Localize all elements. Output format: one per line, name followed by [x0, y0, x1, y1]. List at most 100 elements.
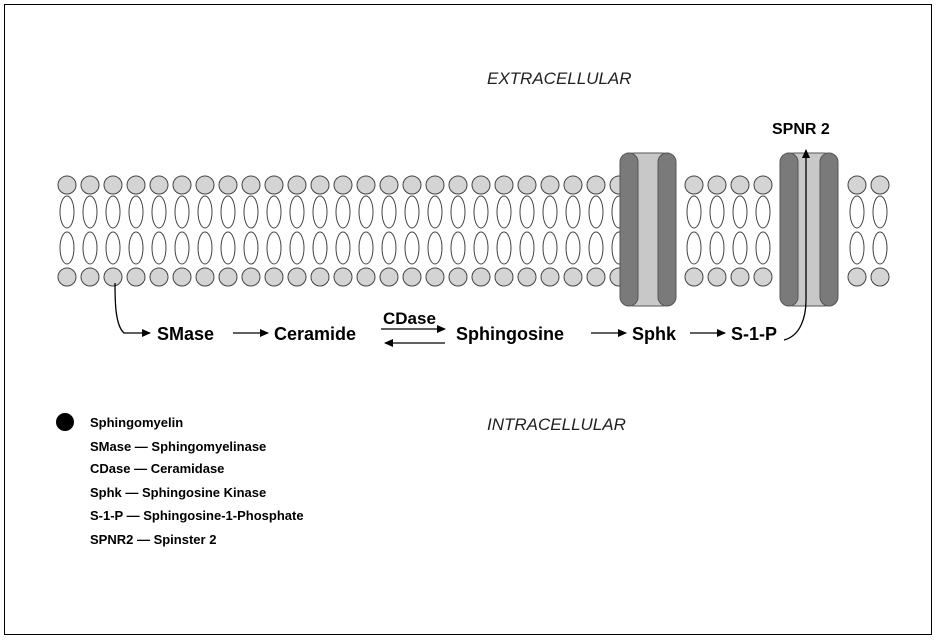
lipid-tail [336, 196, 350, 228]
lipid-head-outer [495, 176, 513, 194]
legend-item: S-1-P — Sphingosine-1-Phosphate [90, 508, 304, 523]
lipid-tail [152, 196, 166, 228]
legend: Sphingomyelin SMase — Sphingomyelinase C… [56, 413, 304, 547]
lipid-head-inner [311, 268, 329, 286]
lipid-tail [873, 232, 887, 264]
lipid-head-inner [708, 268, 726, 286]
lipid-head-inner [449, 268, 467, 286]
lipid-head-inner [518, 268, 536, 286]
lipid-tail [221, 232, 235, 264]
lipid-tail [244, 232, 258, 264]
lipid-head-inner [754, 268, 772, 286]
phospholipid [58, 176, 76, 286]
lipid-tail [710, 232, 724, 264]
lipid-head-inner [587, 268, 605, 286]
phospholipid [380, 176, 398, 286]
phospholipid [541, 176, 559, 286]
lipid-head-outer [848, 176, 866, 194]
lipid-head-inner [104, 268, 122, 286]
sphk-label: Sphk [632, 324, 677, 344]
phospholipid [708, 176, 726, 286]
lipid-head-inner [219, 268, 237, 286]
phospholipid [495, 176, 513, 286]
lipid-tail [850, 232, 864, 264]
lipid-tail [710, 196, 724, 228]
lipid-tail [336, 232, 350, 264]
lipid-head-outer [708, 176, 726, 194]
lipid-tail [129, 232, 143, 264]
lipid-head-inner [871, 268, 889, 286]
lipid-tail [543, 196, 557, 228]
lipid-tail [60, 232, 74, 264]
lipid-tail [756, 196, 770, 228]
lipid-tail [83, 232, 97, 264]
phospholipid [127, 176, 145, 286]
lipid-tail [106, 196, 120, 228]
protein-helix-right [658, 153, 676, 306]
transporter-helix-right [820, 153, 838, 306]
lipid-tail [566, 196, 580, 228]
phospholipid [871, 176, 889, 286]
lipid-tail [733, 232, 747, 264]
phospholipid [196, 176, 214, 286]
lipid-head-outer [731, 176, 749, 194]
sphingomyelin-legend-marker [56, 413, 74, 431]
legend-sphingomyelin: Sphingomyelin [90, 415, 183, 430]
lipid-head-inner [127, 268, 145, 286]
lipid-tail [451, 196, 465, 228]
membrane-protein [620, 153, 676, 306]
lipid-tail [543, 232, 557, 264]
lipid-head-inner [81, 268, 99, 286]
lipid-tail [313, 196, 327, 228]
phospholipid [685, 176, 703, 286]
smase-label: SMase [157, 324, 214, 344]
lipid-tail [267, 196, 281, 228]
cdase-label: CDase [383, 309, 436, 328]
phospholipid [403, 176, 421, 286]
phospholipid [173, 176, 191, 286]
lipid-tail [733, 196, 747, 228]
legend-item: Sphk — Sphingosine Kinase [90, 485, 266, 500]
lipid-head-inner [848, 268, 866, 286]
lipid-head-outer [541, 176, 559, 194]
lipid-tail [198, 232, 212, 264]
phospholipid [731, 176, 749, 286]
extracellular-label: EXTRACELLULAR [487, 69, 632, 88]
ceramide-label: Ceramide [274, 324, 356, 344]
phospholipid [518, 176, 536, 286]
lipid-head-outer [81, 176, 99, 194]
lipid-head-outer [380, 176, 398, 194]
lipid-tail [687, 196, 701, 228]
lipid-tail [60, 196, 74, 228]
legend-item: SPNR2 — Spinster 2 [90, 532, 216, 547]
lipid-head-inner [265, 268, 283, 286]
lipid-head-outer [196, 176, 214, 194]
lipid-tail [474, 196, 488, 228]
lipid-head-outer [518, 176, 536, 194]
phospholipid [311, 176, 329, 286]
lipid-head-outer [265, 176, 283, 194]
lipid-tail [497, 196, 511, 228]
lipid-head-outer [58, 176, 76, 194]
lipid-head-inner [173, 268, 191, 286]
lipid-tail [566, 232, 580, 264]
lipid-head-inner [380, 268, 398, 286]
lipid-tail [405, 232, 419, 264]
lipid-head-inner [731, 268, 749, 286]
lipid-tail [382, 232, 396, 264]
lipid-tail [290, 196, 304, 228]
lipid-tail [244, 196, 258, 228]
lipid-head-inner [357, 268, 375, 286]
lipid-tail [221, 196, 235, 228]
lipid-head-inner [685, 268, 703, 286]
lipid-head-inner [150, 268, 168, 286]
lipid-head-outer [403, 176, 421, 194]
lipid-head-outer [587, 176, 605, 194]
lipid-tail [589, 232, 603, 264]
phospholipid [334, 176, 352, 286]
lipid-tail [106, 232, 120, 264]
lipid-tail [152, 232, 166, 264]
lipid-head-inner [426, 268, 444, 286]
lipid-head-inner [403, 268, 421, 286]
